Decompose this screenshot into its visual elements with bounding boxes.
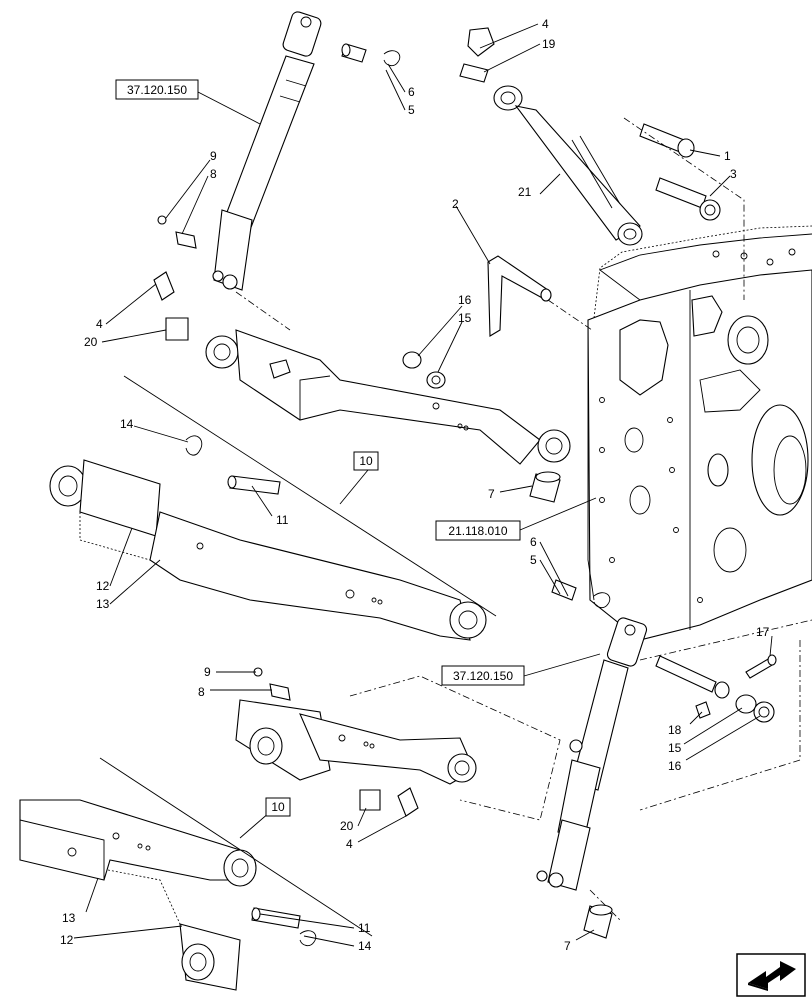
ref-box-housing[interactable]: 21.118.010 — [435, 520, 521, 541]
small-parts-lower — [359, 787, 419, 817]
label-5: 5 — [530, 553, 537, 567]
label-15: 15 — [668, 741, 682, 755]
callout-leaders — [73, 23, 773, 947]
label-8: 8 — [198, 685, 205, 699]
lower-link-arm-middle — [49, 459, 487, 641]
lower-link-arm-upper — [205, 329, 571, 465]
label-12: 12 — [60, 933, 74, 947]
callout-labels: 4 19 1 3 21 6 5 9 8 4 20 2 16 15 14 11 7… — [60, 17, 770, 953]
label-8: 8 — [210, 167, 217, 181]
label-5: 5 — [408, 103, 415, 117]
label-16: 16 — [668, 759, 682, 773]
label-11: 11 — [276, 513, 289, 527]
label-9: 9 — [210, 149, 217, 163]
pin-7-lower — [583, 904, 613, 939]
pin-with-clip-upper — [341, 43, 401, 67]
svg-text:10: 10 — [359, 454, 373, 468]
label-7: 7 — [488, 487, 495, 501]
bolt-and-nut-parts — [639, 640, 801, 811]
small-parts-left-upper — [153, 215, 197, 341]
label-2: 2 — [452, 197, 459, 211]
label-14: 14 — [358, 939, 372, 953]
label-17: 17 — [756, 625, 770, 639]
label-4: 4 — [346, 837, 353, 851]
label-11: 11 — [358, 921, 371, 935]
label-6: 6 — [530, 535, 537, 549]
ref-box-arm-top[interactable]: 10 — [353, 451, 379, 471]
transmission-housing — [587, 225, 812, 641]
bracket-2 — [487, 255, 593, 337]
ref-box-arm-bottom[interactable]: 10 — [265, 797, 291, 817]
top-link-cylinder-lower — [536, 579, 812, 921]
label-9: 9 — [204, 665, 211, 679]
label-13: 13 — [96, 597, 110, 611]
label-20: 20 — [340, 819, 354, 833]
label-13: 13 — [62, 911, 76, 925]
label-4: 4 — [542, 17, 549, 31]
top-link-cylinder-upper — [212, 11, 322, 331]
ref-box-mid-right[interactable]: 37.120.150 — [441, 665, 525, 686]
label-21: 21 — [518, 185, 532, 199]
label-14: 14 — [120, 417, 134, 431]
label-4: 4 — [96, 317, 103, 331]
label-6: 6 — [408, 85, 415, 99]
label-15: 15 — [458, 311, 472, 325]
svg-text:37.120.150: 37.120.150 — [453, 669, 513, 683]
label-20: 20 — [84, 335, 98, 349]
top-link-21 — [459, 27, 643, 246]
label-3: 3 — [730, 167, 737, 181]
label-16: 16 — [458, 293, 472, 307]
bushings-16-15 — [402, 351, 446, 389]
lower-link-arm-lower — [235, 667, 561, 821]
label-18: 18 — [668, 723, 682, 737]
ref-box-top-left[interactable]: 37.120.150 — [115, 79, 199, 100]
next-page-button[interactable] — [736, 953, 806, 997]
sleeve-and-pin-middle — [185, 435, 281, 495]
lower-link-arm-bottom — [19, 799, 317, 991]
label-1: 1 — [724, 149, 731, 163]
svg-text:21.118.010: 21.118.010 — [448, 524, 507, 538]
label-19: 19 — [542, 37, 556, 51]
next-page-arrow-icon — [736, 953, 806, 997]
label-12: 12 — [96, 579, 110, 593]
section-lines — [99, 91, 601, 937]
pin-7-upper — [529, 471, 561, 503]
svg-text:10: 10 — [271, 800, 285, 814]
svg-text:37.120.150: 37.120.150 — [127, 83, 187, 97]
pins-1-and-3 — [623, 117, 745, 300]
label-7: 7 — [564, 939, 571, 953]
